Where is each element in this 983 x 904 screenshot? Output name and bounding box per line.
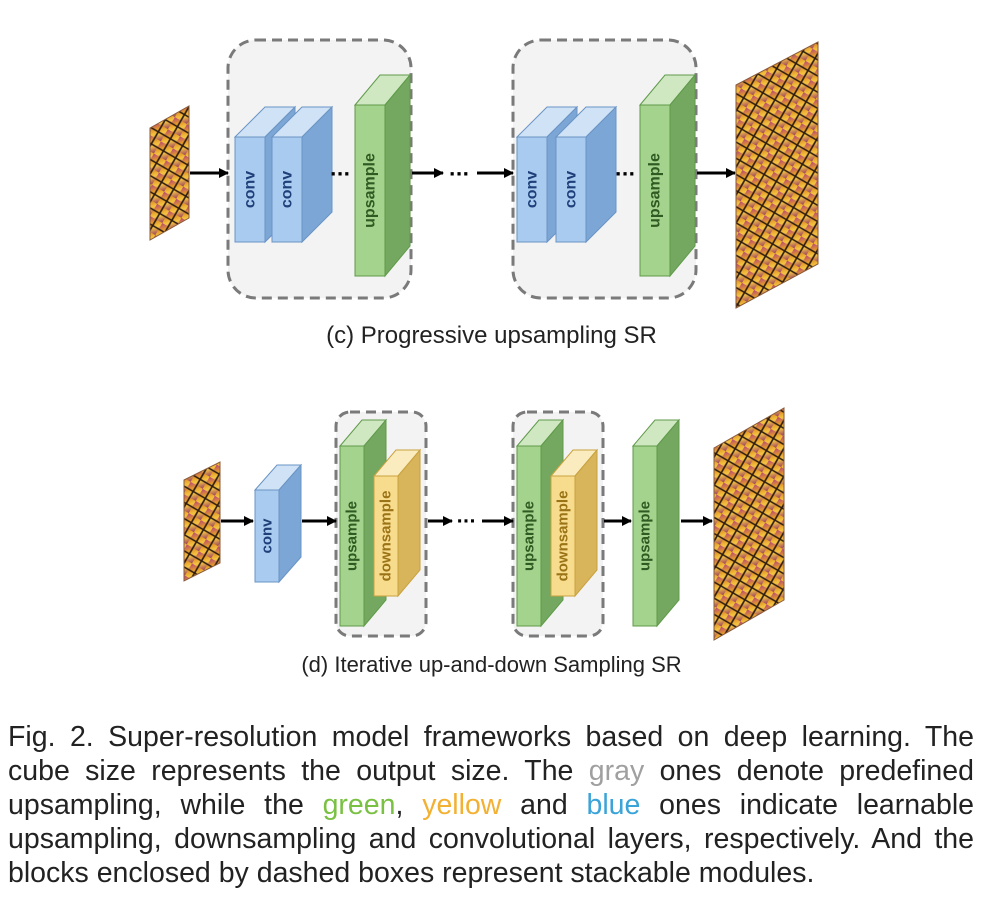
upsample-label: upsample — [344, 501, 361, 571]
figure-caption: Fig. 2. Super-resolution model framework… — [8, 720, 974, 890]
caption-yellow-word: yellow — [422, 789, 502, 821]
conv-label: conv — [259, 518, 276, 554]
upsample-label: upsample — [647, 153, 664, 228]
downsample-label: downsample — [378, 491, 395, 582]
upsample-label: upsample — [362, 153, 379, 228]
conv-label: conv — [242, 171, 259, 208]
ellipsis: ··· — [615, 164, 636, 185]
upsample-layer-block: upsample — [631, 418, 681, 628]
conv-layer-block: conv — [554, 105, 618, 244]
caption-text: , — [395, 789, 423, 821]
conv-label: conv — [279, 171, 296, 208]
diagram-canvas: conv conv ··· upsample ··· conv — [149, 38, 819, 641]
output-hr-image — [735, 41, 819, 309]
upsample-layer-block: upsample — [353, 73, 412, 278]
upsample-label: upsample — [521, 501, 538, 571]
ellipsis: ··· — [449, 164, 470, 185]
input-lr-image — [149, 105, 190, 241]
panel-c: conv conv ··· upsample ··· conv — [149, 38, 819, 309]
downsample-label: downsample — [555, 491, 572, 582]
caption-blue-word: blue — [586, 789, 641, 821]
caption-text: Fig. 2. Super-resolution model framework… — [8, 721, 974, 787]
input-lr-image — [183, 461, 221, 582]
panel-c-caption: (c) Progressive upsampling SR — [326, 322, 657, 349]
ellipsis: ··· — [456, 512, 475, 532]
caption-text: ones denote predefined upsampling, while… — [8, 755, 974, 821]
ellipsis: ··· — [330, 164, 351, 185]
downsample-layer-block: downsample — [372, 448, 422, 598]
panel-d-caption: (d) Iterative up-and-down Sampling SR — [301, 652, 682, 677]
upsample-label: upsample — [637, 501, 654, 571]
conv-layer-block: conv — [270, 105, 334, 244]
panel-d: conv upsample downsample ··· upsample — [183, 407, 785, 641]
conv-label: conv — [524, 171, 541, 208]
output-hr-image — [713, 407, 785, 641]
caption-gray-word: gray — [588, 755, 645, 787]
caption-green-word: green — [322, 789, 396, 821]
caption-text: ones indicate learnable upsampling, down… — [8, 789, 975, 889]
caption-text: and — [501, 789, 587, 821]
downsample-layer-block: downsample — [549, 448, 599, 598]
conv-label: conv — [563, 171, 580, 208]
upsample-layer-block: upsample — [638, 73, 697, 278]
conv-layer-block: conv — [253, 463, 303, 584]
